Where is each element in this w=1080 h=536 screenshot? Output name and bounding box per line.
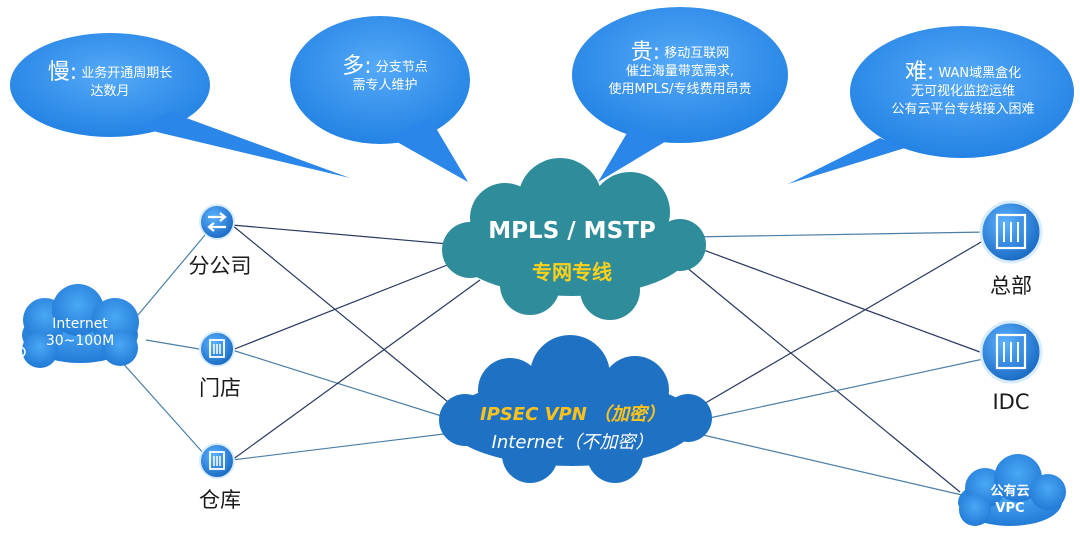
bubble-many [290, 16, 470, 182]
connection-lines [119, 224, 989, 496]
building-icon [199, 443, 235, 479]
internet-cloud-label: Internet 30~100M [30, 316, 130, 350]
exchange-arrows-icon [199, 204, 235, 240]
building-icon [979, 200, 1043, 264]
public-cloud [958, 454, 1066, 526]
vpn-cloud-title: IPSEC VPN （加密） [479, 404, 666, 425]
node-label-idc: IDC [992, 390, 1030, 414]
node-label-store: 门店 [199, 376, 241, 400]
bubble-many-line-2: 需专人维护 [352, 78, 418, 93]
bubble-hard-line-3: 公有云平台专线接入困难 [891, 102, 1035, 117]
globe-icon [14, 346, 26, 358]
public-cloud-label: 公有云 VPC [975, 483, 1045, 517]
public-cloud-line-2: VPC [995, 501, 1025, 516]
node-label-hq: 总部 [990, 274, 1032, 298]
bubble-slow-key: 慢: [47, 60, 78, 85]
bubble-many-text: 多:分支节点 需专人维护 [320, 56, 450, 95]
bubble-hard-text: 难:WAN域黑盒化 无可视化监控运维 公有云平台专线接入困难 [868, 62, 1058, 119]
bubble-expensive-line-1: 移动互联网 [664, 46, 730, 61]
bubble-slow-text: 慢:业务开通周期长 达数月 [30, 62, 190, 101]
node-label-warehouse: 仓库 [199, 488, 241, 512]
bubble-hard-key: 难: [904, 60, 935, 85]
bubble-slow-line-1: 业务开通周期长 [81, 66, 173, 81]
bubble-expensive [572, 7, 788, 182]
bubble-many-key: 多: [342, 54, 372, 79]
bubble-expensive-line-3: 使用MPLS/专线费用昂贵 [608, 82, 752, 97]
internet-cloud-line-1: Internet [52, 316, 108, 332]
internet-cloud-line-2: 30~100M [45, 333, 115, 349]
bubble-slow-line-2: 达数月 [90, 84, 130, 99]
mpls-cloud-title: MPLS / MSTP [488, 218, 656, 244]
bubble-many-line-1: 分支节点 [375, 60, 428, 75]
bubble-expensive-key: 贵: [630, 40, 661, 65]
vpn-cloud-subtitle: Internet（不加密） [491, 432, 654, 453]
vpn-cloud [439, 335, 712, 483]
mpls-cloud-subtitle: 专网专线 [532, 260, 612, 284]
node-label-branch: 分公司 [188, 254, 252, 278]
public-cloud-line-1: 公有云 [990, 484, 1030, 499]
bubble-hard-line-2: 无可视化监控运维 [910, 84, 1015, 99]
bubble-hard-line-1: WAN域黑盒化 [938, 66, 1022, 81]
bubble-expensive-text: 贵:移动互联网 催生海量带宽需求, 使用MPLS/专线费用昂贵 [590, 42, 770, 99]
bubble-slow [10, 33, 350, 178]
bubble-hard [788, 26, 1074, 184]
bubble-expensive-line-2: 催生海量带宽需求, [625, 64, 735, 79]
building-icon [979, 320, 1043, 384]
building-icon [199, 331, 235, 367]
mpls-cloud [442, 158, 706, 320]
internet-cloud [22, 284, 139, 368]
